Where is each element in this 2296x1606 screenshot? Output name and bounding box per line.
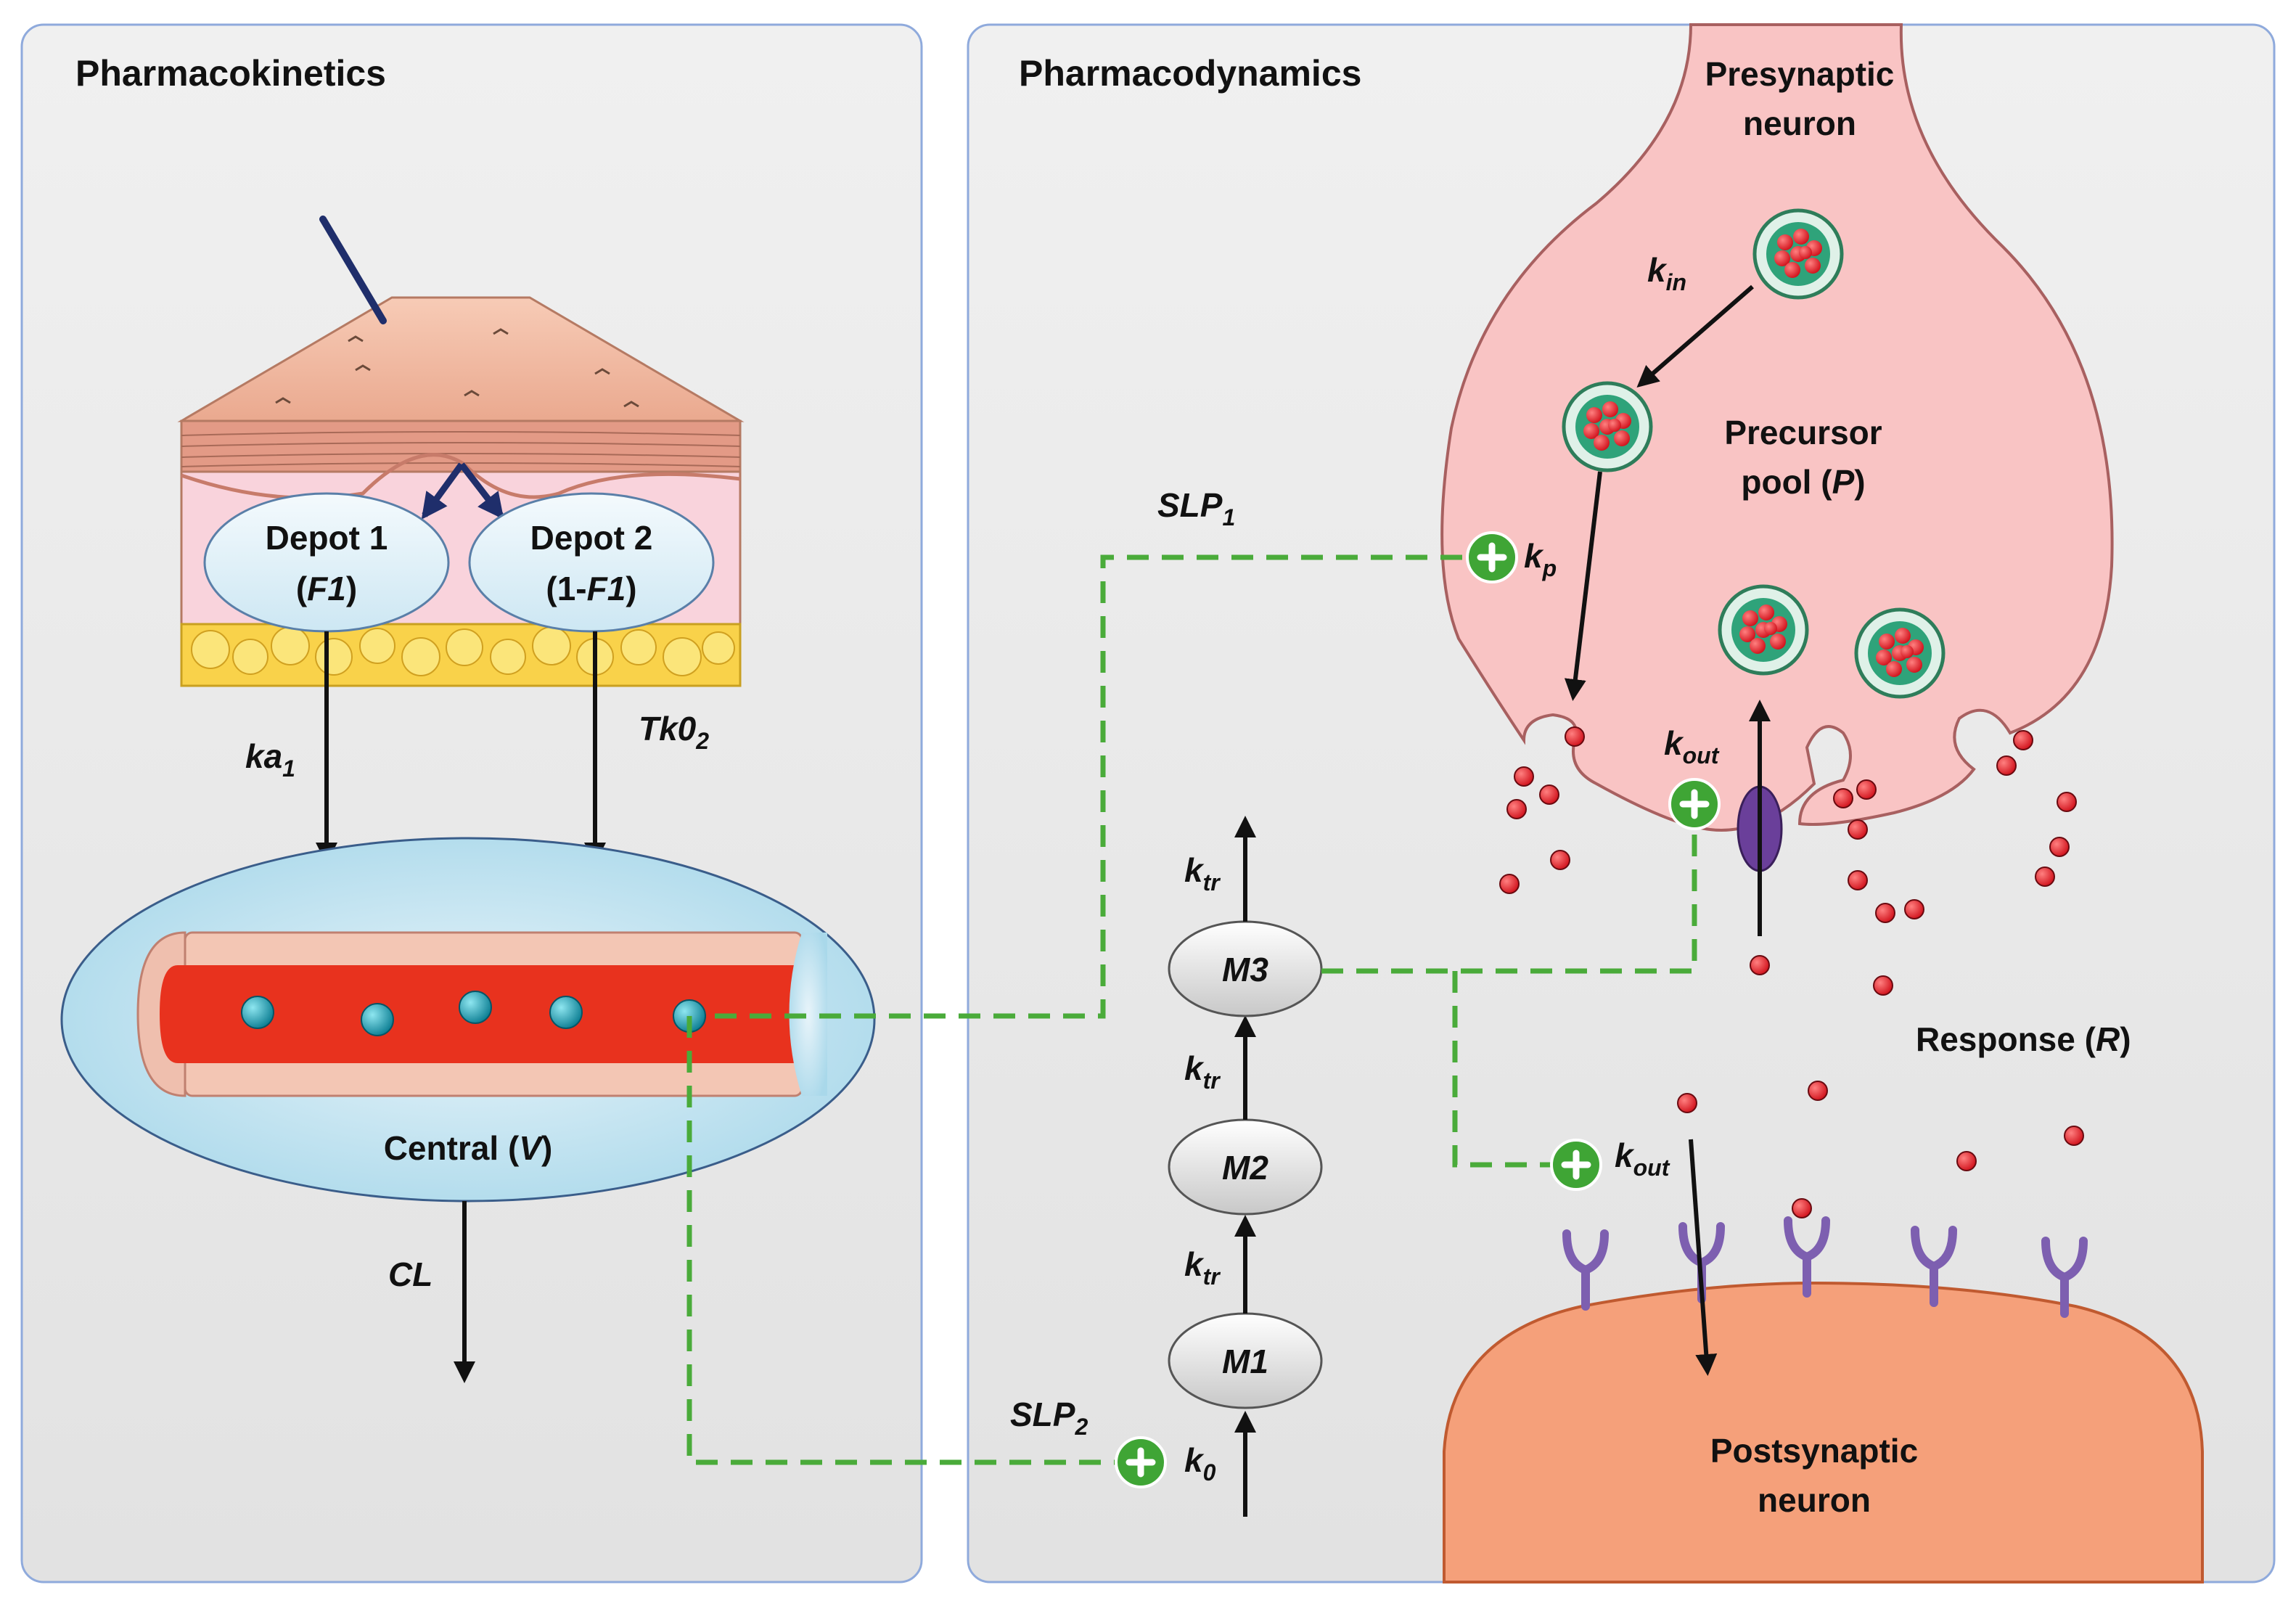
- plus-badge-icon: [1115, 1436, 1167, 1488]
- kp-label: kp: [1524, 537, 1557, 581]
- svg-text:neuron: neuron: [1758, 1481, 1871, 1519]
- depot-1: Depot 1 (F1): [203, 492, 450, 633]
- k0-label: k0: [1184, 1441, 1216, 1486]
- transit-compartment-m3: M3: [1168, 920, 1323, 1017]
- postsynaptic-neuron: Postsynaptic neuron: [1443, 1281, 2204, 1584]
- slp2-link: [686, 1016, 1132, 1465]
- svg-text:Presynaptic: Presynaptic: [1705, 55, 1895, 93]
- ka1-label: ka1: [245, 737, 295, 782]
- ktr-label-1: ktr: [1184, 1245, 1221, 1290]
- kin-label: kin: [1647, 251, 1686, 295]
- vesicle-icon: [1755, 210, 1842, 298]
- ktr-label-2: ktr: [1184, 1049, 1221, 1094]
- kin-arrow: [1636, 284, 1754, 388]
- neurotransmitter-dot-icon: [1499, 726, 2084, 1218]
- pk-panel-title: Pharmacokinetics: [75, 53, 386, 94]
- m3-postsynaptic-link: [1452, 971, 1564, 1168]
- tk02-label: Tk02: [639, 710, 709, 754]
- svg-text:pool (P): pool (P): [1741, 463, 1865, 501]
- pk-panel: [20, 23, 923, 1584]
- depot-2: Depot 2 (1-F1): [468, 492, 715, 633]
- m3-presynaptic-link: [1321, 806, 1697, 974]
- plus-badge-icon: [1550, 1139, 1602, 1191]
- svg-text:Central (V): Central (V): [384, 1129, 553, 1167]
- svg-text:M1: M1: [1222, 1343, 1268, 1380]
- transit-compartment-m2: M2: [1168, 1118, 1323, 1216]
- svg-text:(F1): (F1): [296, 570, 357, 607]
- cl-label: CL: [388, 1255, 432, 1293]
- transit-compartment-m1: M1: [1168, 1312, 1323, 1409]
- slp1-link: [715, 554, 1473, 1019]
- svg-text:neuron: neuron: [1743, 105, 1856, 142]
- svg-text:Postsynaptic: Postsynaptic: [1710, 1432, 1918, 1470]
- slp1-label: SLP1: [1157, 486, 1235, 530]
- pd-panel-title: Pharmacodynamics: [1019, 53, 1361, 94]
- kout-lower-label: kout: [1615, 1136, 1670, 1181]
- ktr-label-3: ktr: [1184, 851, 1221, 896]
- plus-badge-icon: [1466, 531, 1518, 583]
- vesicle-icon: [1564, 383, 1651, 470]
- presynaptic-neuron: Presynaptic neuron Precursor pool (P): [1440, 23, 2114, 832]
- vesicle-icon: [1856, 610, 1943, 697]
- svg-text:Depot 2: Depot 2: [530, 519, 653, 557]
- central-compartment: Central (V): [60, 837, 876, 1203]
- svg-text:Depot 1: Depot 1: [266, 519, 388, 557]
- slp2-label: SLP2: [1010, 1396, 1088, 1440]
- kout-binding-arrow: [1689, 1139, 1718, 1376]
- svg-text:M3: M3: [1222, 951, 1268, 988]
- response-label: Response (R): [1916, 1020, 2131, 1058]
- vesicle-icon: [1720, 586, 1807, 673]
- svg-text:(1-F1): (1-F1): [546, 570, 636, 607]
- plus-badge-icon: [1668, 778, 1721, 830]
- kp-arrow: [1564, 471, 1602, 701]
- syringe-needle-icon: [319, 216, 387, 324]
- svg-text:M2: M2: [1222, 1149, 1268, 1187]
- svg-text:Precursor: Precursor: [1724, 414, 1882, 451]
- kout-upper-label: kout: [1664, 724, 1720, 769]
